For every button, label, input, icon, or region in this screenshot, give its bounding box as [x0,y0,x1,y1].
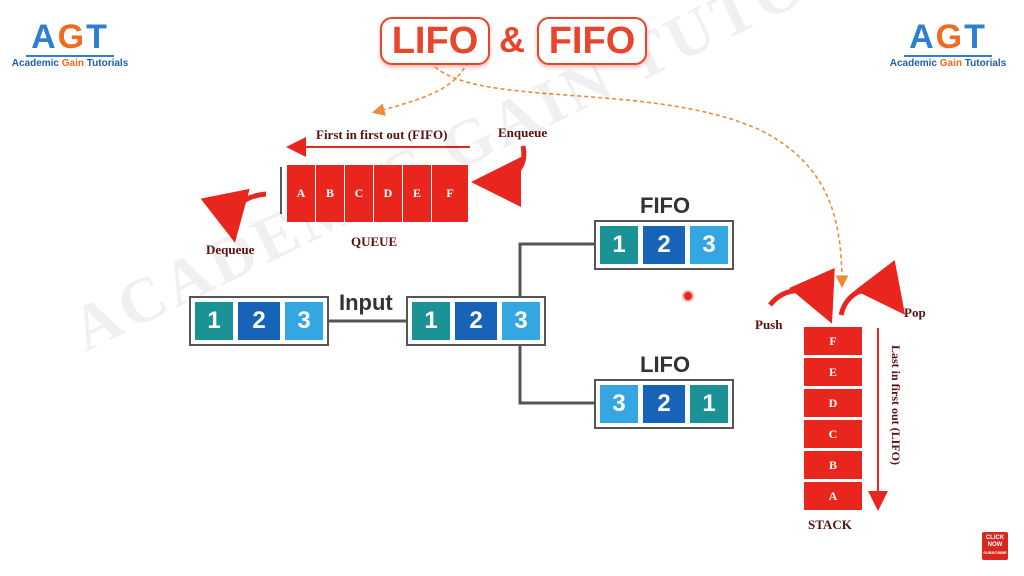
branch-connector-fifo [518,242,596,298]
title-to-stack-arrow [429,61,849,289]
input-cell: 2 [238,302,280,340]
push-label: Push [755,317,783,332]
pop-arrow [838,260,906,316]
input-cell: 3 [285,302,323,340]
middle-cell: 1 [412,302,450,340]
stack-cell: C [804,420,862,448]
enqueue-label: Enqueue [498,125,548,140]
title-lifo: LIFO [380,17,490,65]
title-ampersand: & [499,19,525,60]
stack-cell: E [804,358,862,386]
enqueue-arrow [471,145,527,207]
lifo-cell: 3 [600,385,638,423]
queue-cell: E [403,165,432,222]
lifo-label: LIFO [640,352,691,377]
fifo-cell: 1 [600,226,638,264]
fifo-cell: 3 [690,226,728,264]
middle-cell: 2 [455,302,497,340]
dequeue-label: Dequeue [206,242,255,257]
stack-cell: A [804,482,862,510]
fifo-label: FIFO [640,193,691,218]
agt-logo-right: AGT Academic Gain Tutorials [889,18,1007,69]
queue-cell: D [374,165,403,222]
subscribe-badge[interactable]: CLICK NOW SUBSCRIBE [982,532,1008,560]
queue-cell: B [316,165,345,222]
dequeue-arrow [200,188,267,243]
lifo-cell: 1 [690,385,728,423]
fifo-cell: 2 [643,226,685,264]
queue-label: QUEUE [351,234,398,249]
stack-label: STACK [808,517,852,532]
queue-cell: A [287,165,316,222]
push-arrow [768,267,835,324]
pop-label: Pop [904,305,926,320]
stack-cell: D [804,389,862,417]
branch-connector-lifo [518,344,596,405]
queue-cell: C [345,165,374,222]
title-fifo: FIFO [537,17,647,65]
stack-cell: F [804,327,862,355]
middle-cell: 3 [502,302,540,340]
input-cell: 1 [195,302,233,340]
agt-logo-left: AGT Academic Gain Tutorials [11,18,129,69]
lifo-cell: 2 [643,385,685,423]
title-to-queue-arrow [371,61,469,116]
queue-caption: First in first out (FIFO) [316,127,448,142]
lifo-side-caption: Last in first out (LIFO) [889,345,903,465]
stack-cell: B [804,451,862,479]
cursor-indicator [684,292,692,300]
queue-cell: F [432,165,469,222]
input-label: Input [339,290,393,315]
